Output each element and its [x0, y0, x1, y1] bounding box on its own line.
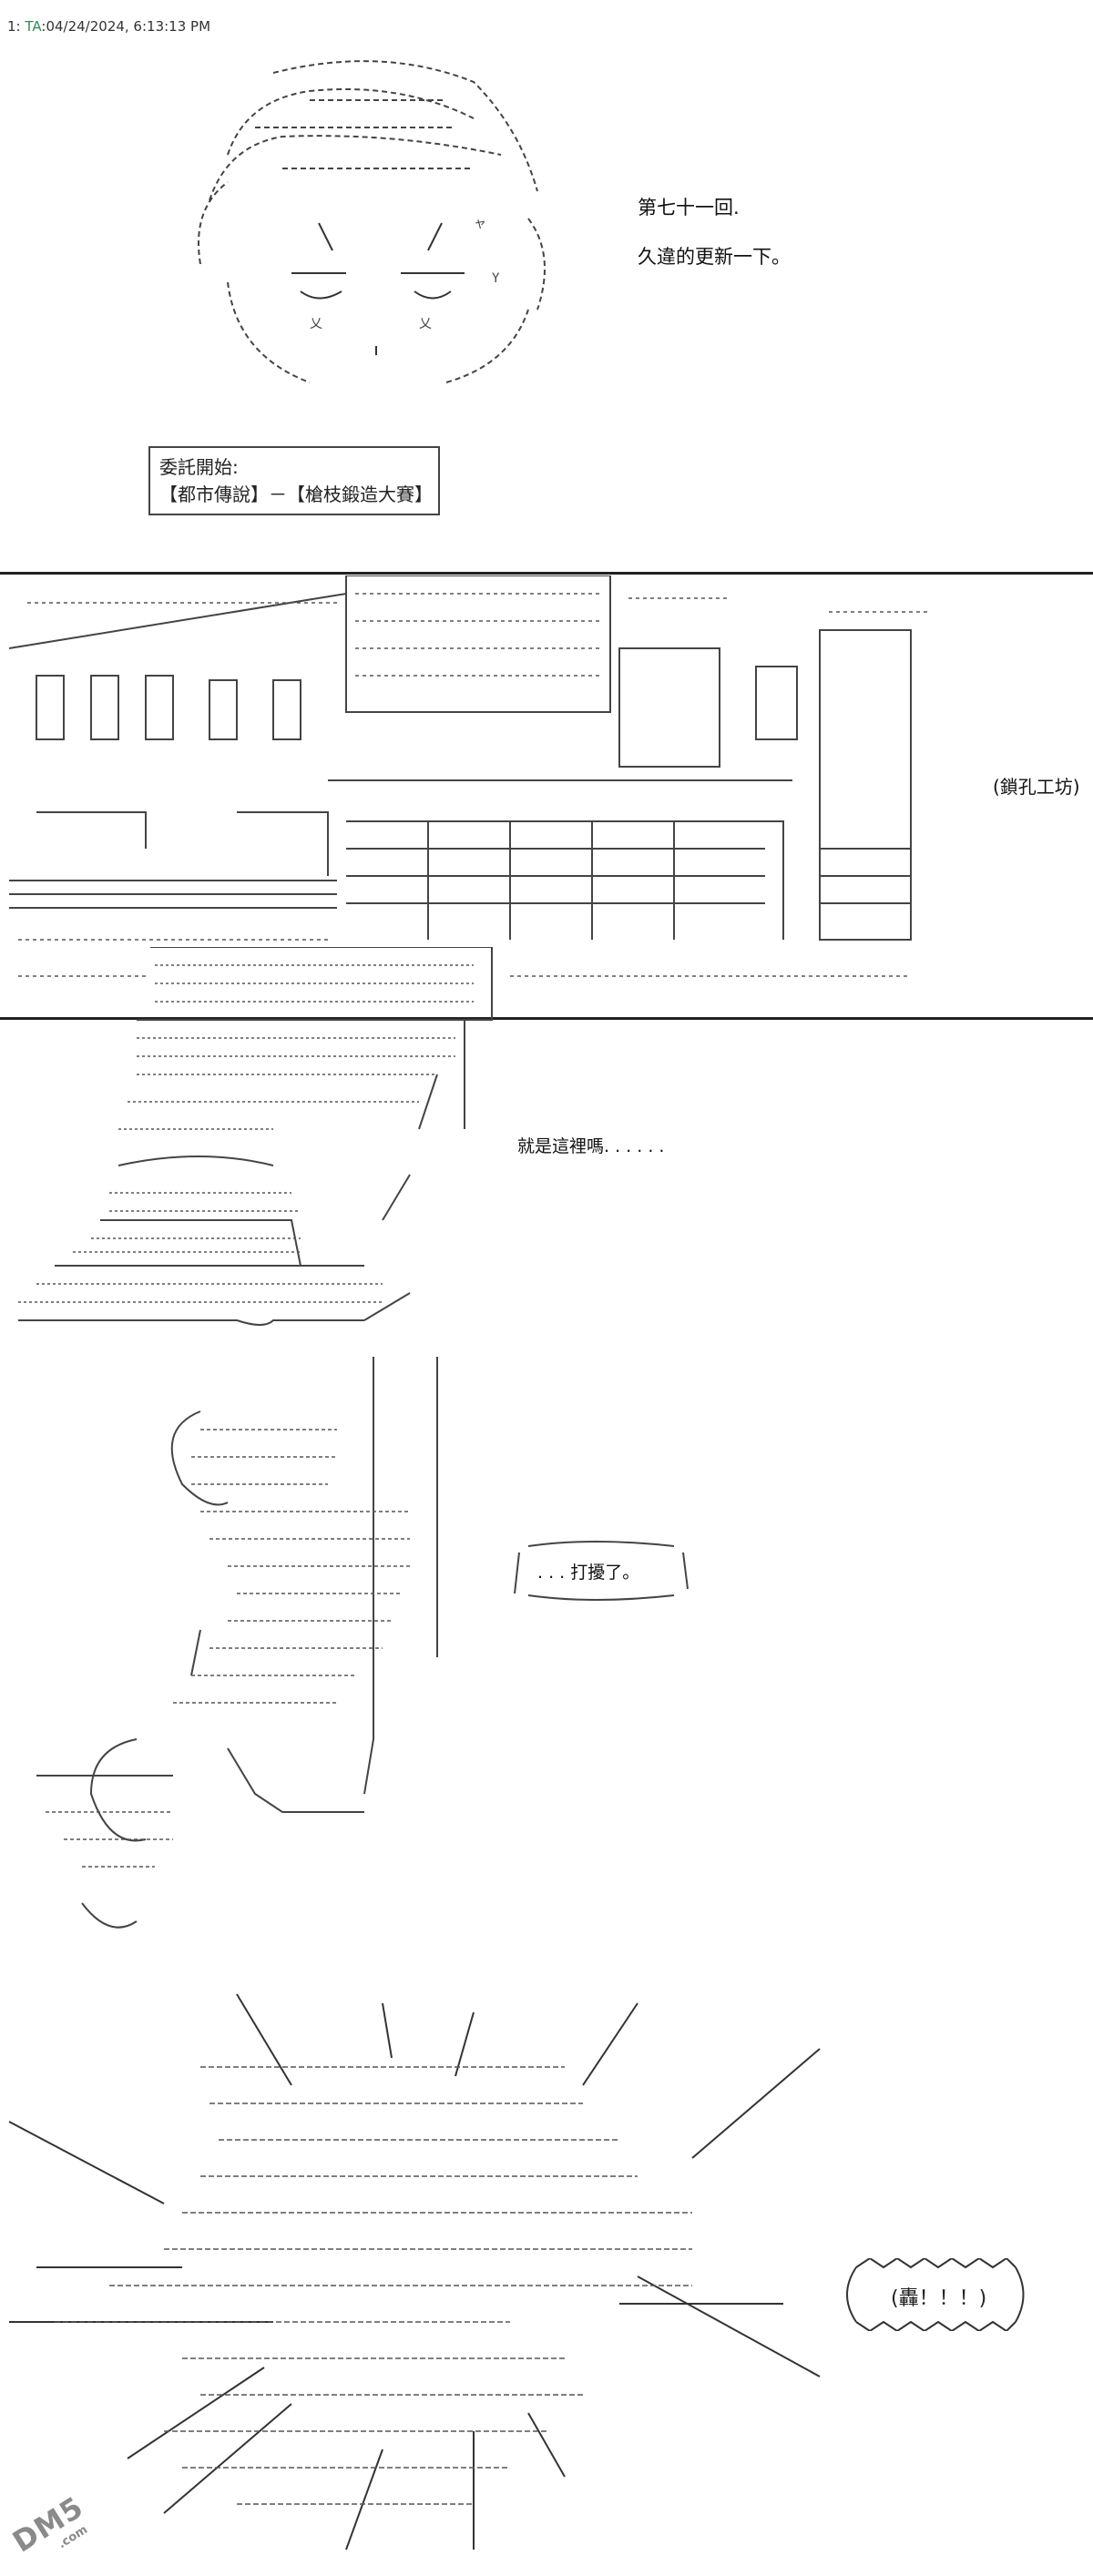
divider-top [0, 572, 1093, 575]
ascii-art-workshop [0, 575, 956, 1017]
sound-effect-text: (轟！！！) [891, 2287, 987, 2310]
post-timestamp: :04/24/2024, 6:13:13 PM [41, 18, 211, 35]
sound-effect-burst: (轟！！！) [838, 2256, 1029, 2333]
svg-text:乂: 乂 [419, 317, 432, 331]
divider-bottom [0, 1017, 1093, 1020]
speech-bubble [510, 1539, 692, 1607]
post-author[interactable]: TA [25, 18, 42, 35]
post-header: 1: TA:04/24/2024, 6:13:13 PM [7, 18, 210, 35]
ascii-art-explosion [0, 1976, 838, 2559]
dialogue-line1: 就是這裡嗎. . . . . . [517, 1136, 665, 1156]
quest-box-line2: 【都市傳說】－【槍枝鍛造大賽】 [159, 484, 433, 505]
quest-box-line1: 委託開始: [159, 456, 239, 478]
update-line: 久違的更新一下。 [638, 246, 791, 268]
dialogue-line2: . . . 打擾了。 [537, 1563, 640, 1583]
svg-text:ャ: ャ [474, 217, 486, 231]
ascii-art-hand-door [27, 1357, 483, 1958]
chapter-line: 第七十一回. [638, 197, 740, 219]
svg-text:乂: 乂 [310, 317, 322, 331]
ascii-art-face: 乂 乂 ャ Y [173, 46, 583, 401]
quest-box: 委託開始: 【都市傳說】－【槍枝鍛造大賽】 [148, 446, 440, 515]
ascii-art-figure-gun [0, 947, 510, 1348]
post-number: 1: [7, 18, 21, 35]
location-label: (鎖孔工坊) [993, 776, 1080, 798]
svg-text:Y: Y [492, 271, 500, 286]
